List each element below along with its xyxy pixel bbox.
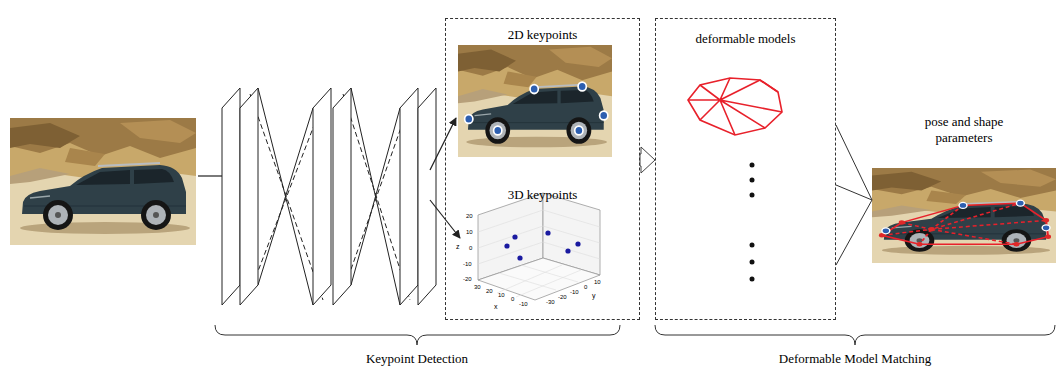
axis-tick: -10 — [519, 301, 528, 307]
deformable-mesh — [688, 78, 782, 135]
result-image — [872, 168, 1056, 263]
axis-tick: -20 — [463, 276, 472, 282]
stage-label: Keypoint Detection — [366, 352, 468, 365]
stage-label: Deformable Model Matching — [779, 352, 931, 365]
axis-tick: -30 — [546, 299, 555, 305]
keypoint-dots — [465, 82, 608, 135]
axis-tick: -20 — [558, 294, 567, 300]
axis-tick: z — [456, 243, 460, 250]
merge-line — [836, 185, 872, 200]
merge-line — [836, 125, 872, 200]
axis-tick: y — [592, 292, 596, 299]
dashed-group-box: deformable models — [655, 18, 836, 320]
node-heading: deformable models — [656, 31, 835, 47]
keypoint-plot — [478, 193, 600, 300]
dashed-group-box: 2D keypoints 3D keypoints — [445, 18, 640, 320]
axis-tick: 20 — [486, 288, 493, 294]
result-panel: pose and shape parameters — [872, 108, 1056, 265]
axis-tick: 0 — [584, 284, 587, 290]
axis-tick: -10 — [463, 261, 472, 267]
axis-tick: -10 — [570, 289, 579, 295]
axis-tick: 0 — [469, 245, 472, 251]
keypoint-image — [458, 45, 612, 157]
brace — [215, 325, 620, 345]
axis-tick: 20 — [466, 213, 473, 219]
cnn-stack — [222, 88, 436, 305]
axis-tick: x — [494, 303, 498, 310]
axis-tick: 10 — [594, 279, 601, 285]
block-arrow — [640, 147, 655, 173]
axis-tick: 10 — [498, 292, 505, 298]
branch-arrow — [430, 118, 456, 170]
axis-tick: 10 — [466, 229, 473, 235]
fitted-model — [879, 200, 1051, 246]
input-image — [10, 118, 196, 245]
axis-tick: 30 — [474, 284, 481, 290]
brace — [655, 325, 1055, 345]
node-heading: pose and shape parameters — [899, 114, 1029, 145]
merge-line — [836, 200, 872, 265]
axis-tick: 0 — [511, 296, 514, 302]
node-heading: 2D keypoints — [446, 27, 639, 43]
ellipsis-dots — [750, 163, 755, 282]
node-heading: 3D keypoints — [446, 187, 639, 203]
